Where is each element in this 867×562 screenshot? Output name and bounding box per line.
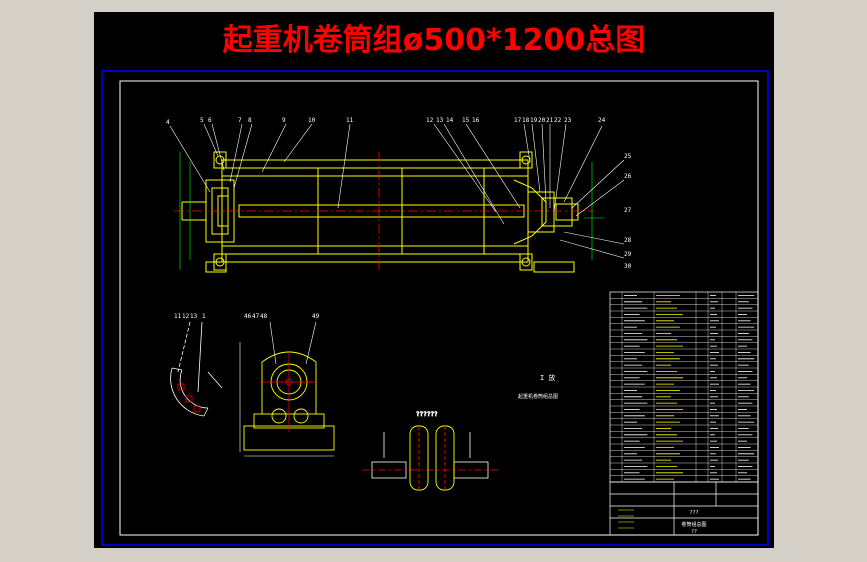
svg-text:9: 9 [282, 117, 286, 124]
svg-text:18: 18 [522, 117, 530, 124]
svg-text:15: 15 [462, 117, 470, 124]
svg-text:16: 16 [472, 117, 480, 124]
svg-text:30: 30 [624, 263, 632, 270]
bearing-housing-dims [239, 321, 334, 457]
svg-text:12: 12 [182, 313, 190, 320]
svg-text:46: 46 [244, 313, 252, 320]
svg-text:???: ??? [689, 510, 698, 516]
bearing-housing-center [262, 352, 316, 432]
svg-text:11: 11 [174, 313, 182, 320]
title-block [609, 481, 759, 536]
svg-text:27: 27 [624, 207, 632, 214]
svg-text:??????: ?????? [416, 411, 438, 418]
svg-text:19: 19 [530, 117, 538, 124]
coupling-detail-view: ?????? [362, 411, 498, 479]
drawing-canvas: 起重机卷筒组ø500*1200总图 [101, 23, 769, 546]
svg-text:8: 8 [248, 117, 252, 124]
cad-viewport[interactable]: 起重机卷筒组ø500*1200总图 [94, 12, 774, 548]
part-number-labels: 4 5 6 7 8 9 10 11 12 13 14 15 16 17 18 1… [166, 117, 632, 270]
svg-text:28: 28 [624, 237, 632, 244]
svg-text:22: 22 [554, 117, 562, 124]
sector-detail-holes [177, 383, 201, 413]
technical-note: 起重机卷筒组总图 [518, 393, 558, 400]
svg-text:23: 23 [564, 117, 572, 124]
svg-text:??: ?? [691, 529, 697, 535]
svg-text:11: 11 [346, 117, 354, 124]
svg-text:10: 10 [308, 117, 316, 124]
view-label: I 放 [540, 373, 555, 382]
detail-balloons: 11 12 13 1 46 47 48 49 [174, 313, 320, 320]
drum-centerlines [174, 152, 594, 270]
svg-text:13: 13 [436, 117, 444, 124]
parts-list-table [609, 291, 759, 483]
svg-text:6: 6 [208, 117, 212, 124]
svg-text:卷筒组总图: 卷筒组总图 [681, 521, 706, 528]
sector-detail-view [170, 321, 223, 417]
svg-text:20: 20 [538, 117, 546, 124]
outer-frame [101, 70, 769, 546]
svg-text:48: 48 [260, 313, 268, 320]
drum-main-view [181, 151, 579, 273]
title-block-yellow [618, 509, 634, 529]
svg-text:7: 7 [238, 117, 242, 124]
svg-text:29: 29 [624, 251, 632, 258]
svg-text:5: 5 [200, 117, 204, 124]
svg-text:14: 14 [446, 117, 454, 124]
svg-text:12: 12 [426, 117, 434, 124]
svg-text:13: 13 [190, 313, 198, 320]
svg-text:1: 1 [202, 313, 206, 320]
svg-text:26: 26 [624, 173, 632, 180]
drum-dimensions [179, 152, 604, 270]
svg-text:49: 49 [312, 313, 320, 320]
svg-text:47: 47 [252, 313, 260, 320]
svg-text:24: 24 [598, 117, 606, 124]
svg-text:17: 17 [514, 117, 522, 124]
svg-text:4: 4 [166, 119, 170, 126]
drawing-title: 起重机卷筒组ø500*1200总图 [223, 23, 645, 58]
svg-text:21: 21 [546, 117, 554, 124]
drum-leaders [169, 123, 625, 259]
svg-text:25: 25 [624, 153, 632, 160]
title-block-text: ??? 卷筒组总图 ?? [681, 510, 706, 535]
coupling-discs [409, 425, 455, 491]
